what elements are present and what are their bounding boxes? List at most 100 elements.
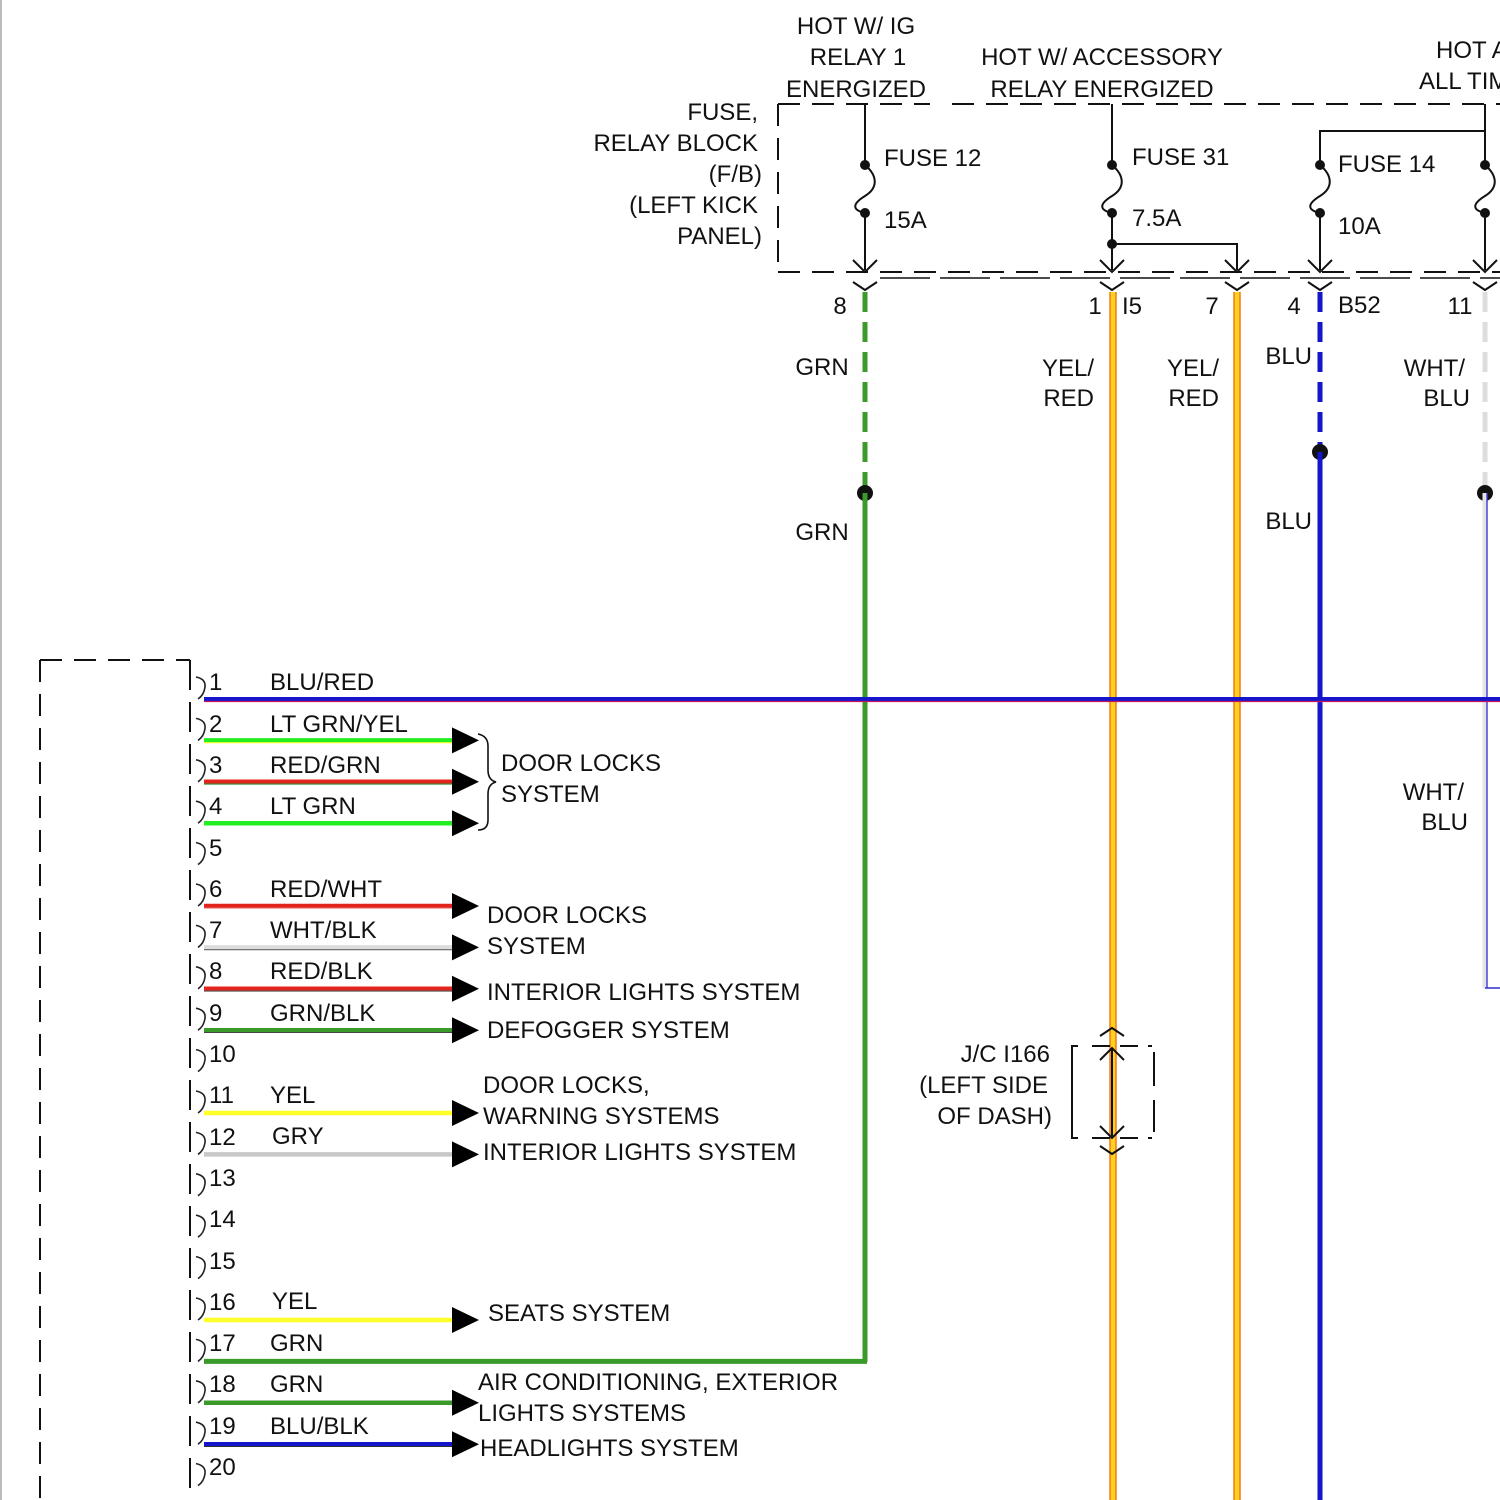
pin-bracket [196, 1174, 205, 1196]
pin-bracket [196, 843, 205, 865]
fuse-12: FUSE 12 15A [853, 104, 981, 272]
pin-number: 14 [209, 1206, 236, 1233]
pin-number: 13 [209, 1165, 236, 1192]
fb-label-line-4: (LEFT KICK [629, 192, 758, 219]
jc-label-line-3: OF DASH) [937, 1103, 1052, 1130]
pin-wire-color: WHT/BLK [270, 917, 377, 944]
wire-yel-red-a [1110, 292, 1117, 1500]
arrow-icon [452, 1017, 479, 1043]
junction-connector-i166: J/C I166 (LEFT SIDE OF DASH) [919, 1028, 1154, 1154]
fb-label-line-2: RELAY BLOCK [593, 130, 758, 157]
pin-number: 3 [209, 752, 222, 779]
dest-defogger: DEFOGGER SYSTEM [487, 1017, 730, 1044]
pin-number: 17 [209, 1330, 236, 1357]
blu-label-top: BLU [1265, 343, 1312, 370]
pin-bracket [196, 1050, 205, 1072]
pin-number: 6 [209, 876, 222, 903]
door-locks-brace [478, 734, 496, 830]
pin-7-chevron [1225, 282, 1249, 290]
arrow-icon [452, 727, 479, 753]
yelred-b-line-1: YEL/ [1167, 355, 1219, 382]
pin-bracket [196, 1215, 205, 1237]
pin-bracket [196, 801, 205, 823]
fb-pin-11: 11 [1448, 293, 1473, 320]
fuse-31: FUSE 31 7.5A [1100, 104, 1249, 272]
arrow-icon [452, 1307, 479, 1333]
pin-wire-color: RED/WHT [270, 876, 382, 903]
pin-wire-color: RED/BLK [270, 958, 373, 985]
pin-number: 11 [209, 1082, 234, 1109]
whtblu-top-line-1: WHT/ [1404, 355, 1466, 382]
destination-labels: DOOR LOCKS SYSTEM DOOR LOCKS SYSTEM INTE… [478, 734, 838, 1462]
fb-pin-1: 1 [1088, 293, 1101, 320]
fb-label-line-1: FUSE, [687, 99, 758, 126]
dest-seats: SEATS SYSTEM [488, 1300, 670, 1327]
dest-interior-lights-1: INTERIOR LIGHTS SYSTEM [487, 979, 800, 1006]
pin-number: 8 [209, 958, 222, 985]
pin-number: 4 [209, 793, 222, 820]
arrow-icon [452, 934, 479, 960]
arrow-icon [452, 1390, 479, 1416]
left-component-box [40, 660, 190, 1500]
wire-wht-blu-vertical [1477, 292, 1500, 988]
dest-door-locks-2-line-2: SYSTEM [487, 933, 586, 960]
dest-door-locks-1-line-2: SYSTEM [501, 781, 600, 808]
power-source-all-times: HOT A ALL TIM [1419, 37, 1500, 95]
whtblu-mid-line-1: WHT/ [1403, 779, 1465, 806]
pin-number: 9 [209, 1000, 222, 1027]
grn-label-top: GRN [795, 354, 848, 381]
pin-number: 20 [209, 1454, 236, 1481]
pin-bracket [196, 1257, 205, 1279]
pin-wire-color: BLU/RED [270, 669, 374, 696]
pin-number: 7 [209, 917, 222, 944]
pin-wire-color: YEL [272, 1288, 317, 1315]
fb-pin-7: 7 [1205, 293, 1218, 320]
whtblu-top-line-2: BLU [1423, 385, 1470, 412]
whtblu-mid-line-2: BLU [1421, 809, 1468, 836]
fuse-14-rating: 10A [1338, 213, 1381, 240]
pin-number: 15 [209, 1248, 236, 1275]
wire-blu-vertical [1312, 292, 1328, 1500]
wire-grn-vertical [857, 292, 873, 1362]
pin-bracket [196, 760, 205, 782]
fuse-12-rating: 15A [884, 207, 927, 234]
pin-number: 2 [209, 711, 222, 738]
fuse-31-symbol [1102, 165, 1122, 213]
arrow-icon [452, 976, 479, 1002]
pin-4-chevron [1308, 282, 1332, 290]
pin-bracket [196, 1132, 205, 1154]
pin-bracket [196, 1381, 205, 1403]
pin-number: 5 [209, 835, 222, 862]
arrow-icon [452, 1431, 479, 1457]
pin-bracket [196, 1422, 205, 1444]
fuse-12-name: FUSE 12 [884, 145, 981, 172]
pin-wire-color: GRY [272, 1123, 324, 1150]
pin-wire-color: YEL [270, 1082, 315, 1109]
ig-relay-line-1: HOT W/ IG [797, 13, 915, 40]
ig-relay-line-2: RELAY 1 [810, 44, 907, 71]
arrow-icon [452, 893, 479, 919]
yelred-b-line-2: RED [1168, 385, 1219, 412]
pin-number: 12 [209, 1124, 236, 1151]
fuse-31-name: FUSE 31 [1132, 144, 1229, 171]
fuse-14-symbol [1310, 165, 1330, 213]
fb-label-line-3: (F/B) [709, 161, 762, 188]
dest-headlights: HEADLIGHTS SYSTEM [480, 1435, 739, 1462]
fuse-14-name: FUSE 14 [1338, 151, 1435, 178]
pin-bracket [196, 1339, 205, 1361]
pin-number: 1 [209, 669, 222, 696]
pin-wires [196, 677, 1500, 1486]
accessory-line-2: RELAY ENERGIZED [990, 76, 1213, 103]
pin-bracket [196, 677, 205, 699]
arrow-icon [452, 1141, 479, 1167]
yelred-a-line-1: YEL/ [1042, 355, 1094, 382]
pin-wire-color: GRN/BLK [270, 1000, 375, 1027]
fb-label-line-5: PANEL) [677, 223, 762, 250]
jc-label-line-2: (LEFT SIDE [919, 1072, 1048, 1099]
dest-door-warning-line-2: WARNING SYSTEMS [483, 1103, 719, 1130]
ig-relay-line-3: ENERGIZED [786, 76, 926, 103]
accessory-line-1: HOT W/ ACCESSORY [981, 44, 1223, 71]
pin-bracket [196, 1008, 205, 1030]
fb-pin-8: 8 [833, 293, 846, 320]
arrow-icon [452, 810, 479, 836]
